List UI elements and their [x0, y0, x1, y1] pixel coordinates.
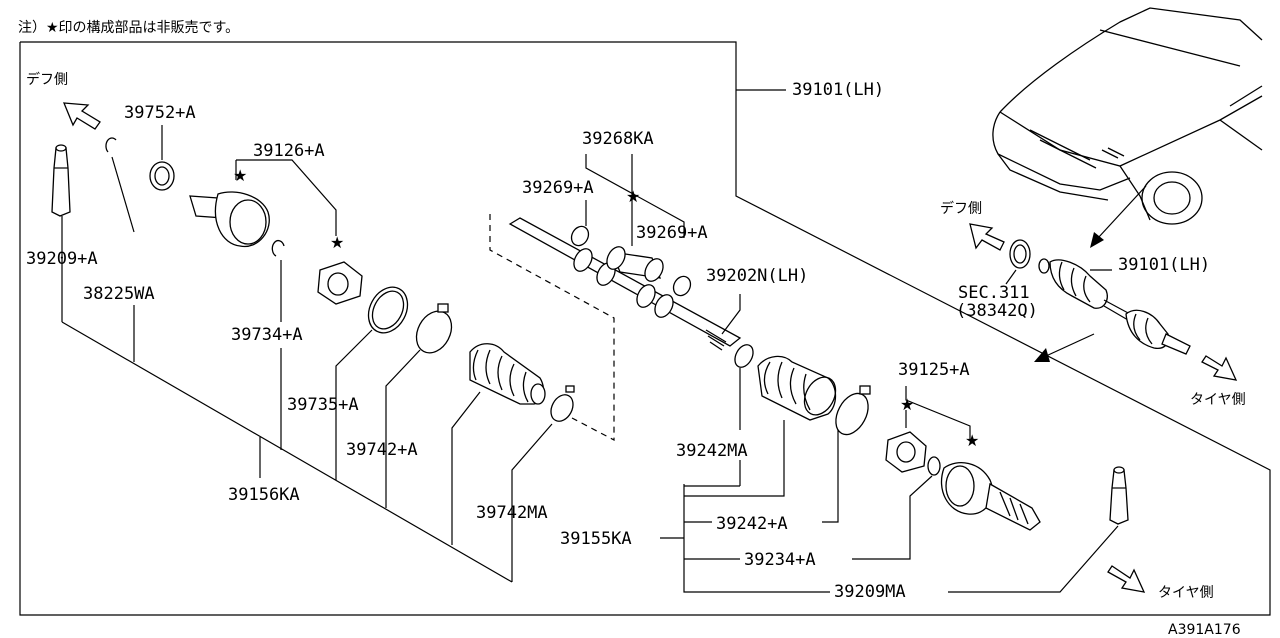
diff-arrow-left — [62, 102, 101, 130]
label-39269-right: 39269+A — [636, 223, 708, 243]
left-baseline — [61, 321, 513, 583]
outer-joint-39126 — [189, 159, 337, 248]
drive-shaft — [508, 217, 742, 351]
diff-arrow-right — [969, 223, 1005, 251]
ring-39752 — [149, 125, 175, 191]
clamp-39742ma — [511, 385, 575, 582]
label-39734: 39734+A — [231, 325, 303, 345]
label-38225: 38225WA — [83, 284, 155, 304]
label-39234: 39234+A — [744, 550, 816, 570]
label-39242a: 39242+A — [716, 514, 788, 534]
tire-side-label-bottom: タイヤ側 — [1158, 585, 1214, 601]
outer-joint-right — [940, 462, 1041, 531]
label-39101-top: 39101(LH) — [792, 80, 884, 100]
pointer-arrow-down — [1045, 333, 1095, 357]
label-39155: 39155KA — [560, 529, 632, 549]
star-marker: ★ — [233, 166, 247, 185]
leader-39202 — [721, 294, 741, 335]
snap-ring-38225 — [105, 137, 135, 362]
shaft-assembly-right — [1038, 258, 1191, 355]
leader-39268 — [585, 154, 685, 238]
label-39742a: 39742+A — [346, 440, 418, 460]
tripod-joint-right — [885, 431, 927, 473]
header-note: 注）★印の構成部品は非販売です。 — [18, 20, 239, 36]
star-marker: ★ — [900, 395, 914, 414]
tire-arrow-right — [1201, 355, 1238, 381]
label-39209ma: 39209MA — [834, 582, 906, 602]
label-39125: 39125+A — [898, 360, 970, 380]
dashed-group-box — [489, 214, 615, 441]
band-39742 — [385, 303, 453, 508]
star-marker: ★ — [965, 431, 979, 450]
ring-39735 — [335, 286, 409, 480]
label-sec311: SEC.311 — [958, 283, 1030, 303]
label-39209: 39209+A — [26, 249, 98, 269]
label-39242ma: 39242MA — [676, 441, 748, 461]
clip-39234 — [852, 456, 941, 560]
diagram-code: A391A176 — [1168, 622, 1241, 638]
label-39126: 39126+A — [253, 141, 325, 161]
label-39752: 39752+A — [124, 103, 196, 123]
label-39742ma: 39742MA — [476, 503, 548, 523]
diff-side-label-right: デフ側 — [940, 200, 982, 217]
pointer-arrow-up — [1097, 185, 1147, 239]
car-illustration — [992, 7, 1263, 225]
boot-part-39209 — [51, 144, 71, 322]
diff-side-label-left: デフ側 — [26, 71, 68, 88]
label-39268: 39268KA — [582, 129, 654, 149]
label-39202: 39202N(LH) — [706, 266, 808, 286]
label-39735: 39735+A — [287, 395, 359, 415]
leader-39125 — [905, 386, 971, 440]
frame-border — [19, 41, 1271, 616]
boot-bellows-right — [684, 355, 837, 497]
star-marker: ★ — [330, 233, 344, 252]
bracket-39155 — [683, 484, 830, 593]
clamp-39269-right — [672, 275, 692, 297]
label-39101-right: 39101(LH) — [1118, 255, 1210, 275]
boot-part-39209ma — [948, 466, 1129, 593]
tire-arrow-bottom — [1107, 565, 1146, 593]
tire-side-label-right: タイヤ側 — [1190, 392, 1246, 408]
band-39242 — [822, 385, 871, 523]
small-ring-39242ma — [734, 344, 754, 486]
damper-39268 — [606, 246, 664, 282]
clamp-39269-left — [570, 225, 590, 247]
pointer-arrowhead-up — [1090, 232, 1104, 248]
label-38342q: (38342Q) — [956, 301, 1038, 321]
label-39156: 39156KA — [228, 485, 300, 505]
boot-bellows-left — [451, 343, 546, 545]
tripod-joint — [317, 261, 363, 305]
clip-39734 — [271, 240, 285, 450]
label-39269-left: 39269+A — [522, 178, 594, 198]
pointer-arrowhead-down — [1034, 348, 1050, 362]
star-marker: ★ — [626, 187, 640, 206]
seal-ring-38342q — [1005, 239, 1031, 285]
